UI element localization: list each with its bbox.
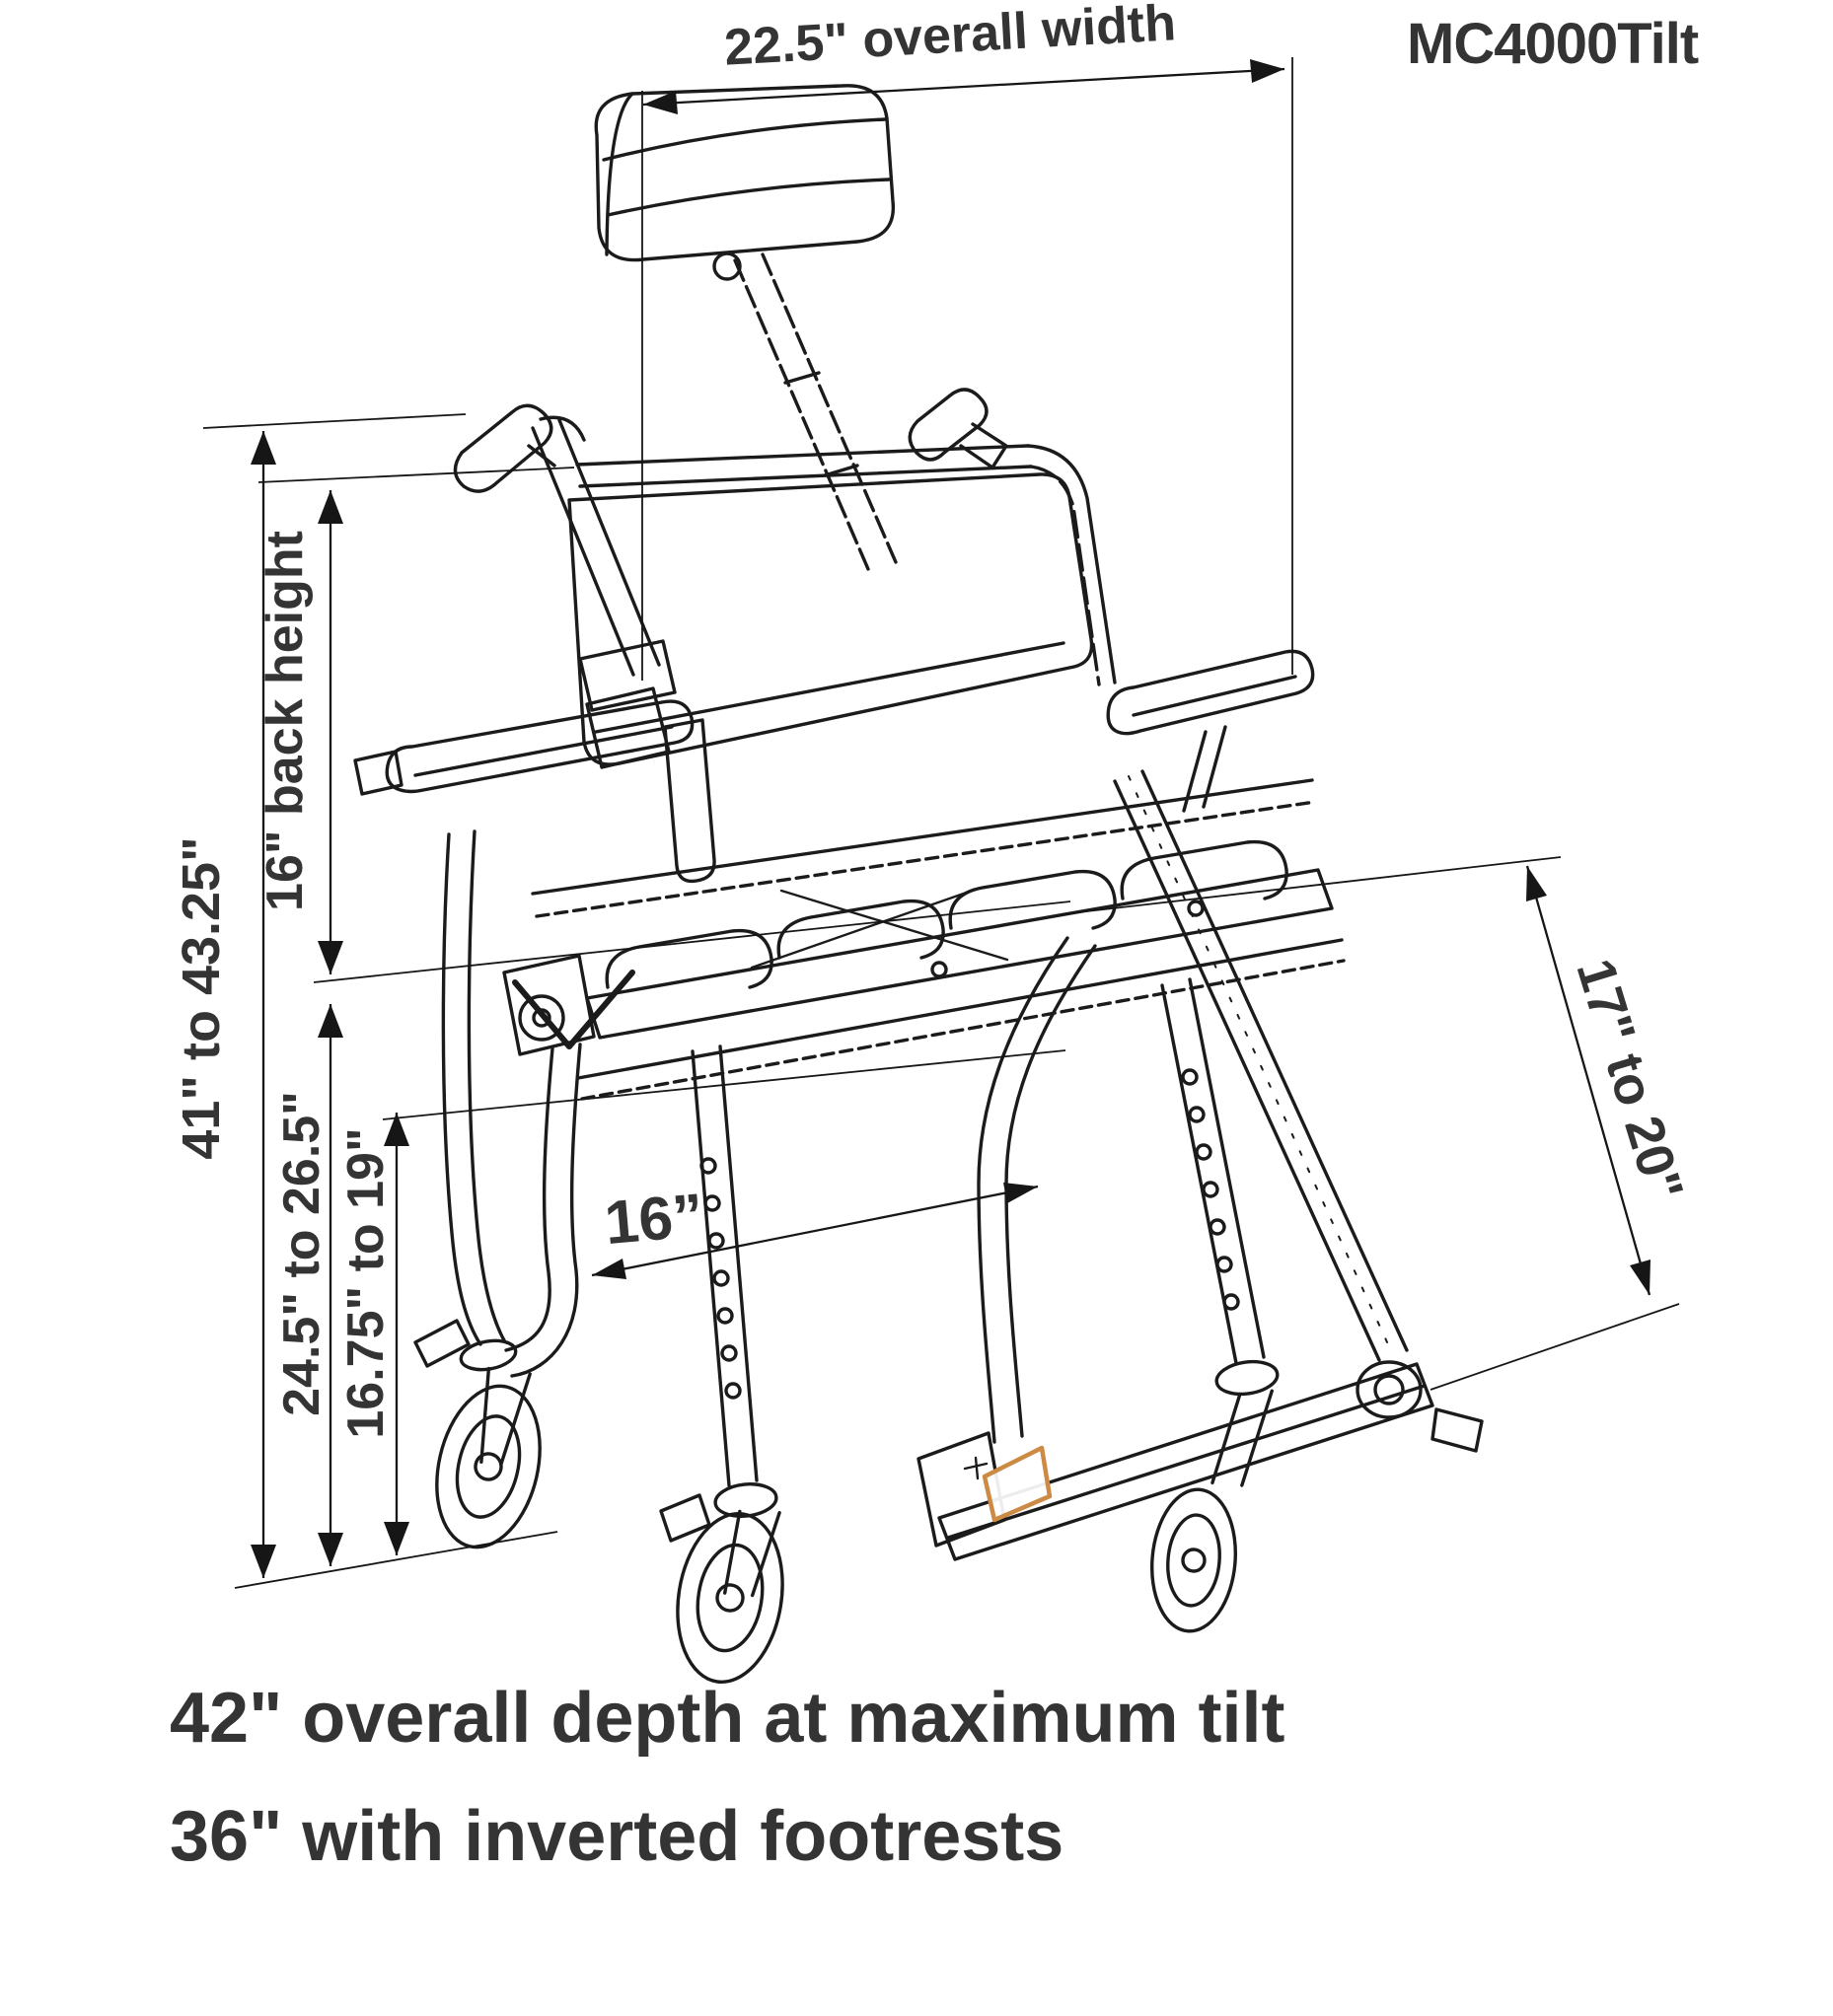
footrest-bar	[916, 1360, 1484, 1561]
footrest-hanger-right	[977, 936, 1097, 1444]
caster-rear-left	[435, 1366, 542, 1549]
headrest-stem	[663, 252, 898, 884]
caster-front-left	[676, 1509, 784, 1685]
tilt-mechanism	[502, 887, 1205, 1056]
dim-label-overall-height: 41" to 43.25"	[172, 836, 231, 1160]
note-overall-depth: 42" overall depth at maximum tilt	[170, 1679, 1285, 1758]
armrest-left	[353, 686, 695, 796]
extension-seat-rear	[1060, 856, 1562, 915]
dim-line-seat-width	[1525, 865, 1651, 1296]
leader-top-overall	[202, 413, 467, 429]
leg-rear-left	[413, 829, 518, 1372]
model-title: MC4000Tilt	[1407, 12, 1699, 76]
footrest-tube-slanted	[1113, 769, 1409, 1362]
extension-footrest	[1430, 1303, 1680, 1391]
armrest-right	[1106, 649, 1315, 813]
backrest	[453, 388, 1117, 766]
note-inverted-footrests: 36" with inverted footrests	[170, 1797, 1064, 1876]
dim-line-seat-depth	[591, 1185, 1039, 1277]
leg-right-front	[1160, 977, 1280, 1397]
dim-label-seat-height: 16.75" to 19"	[337, 1127, 395, 1439]
footrest-hanger-left	[504, 1043, 582, 1378]
push-handle-left	[453, 403, 553, 493]
leg-front-left	[659, 1044, 778, 1543]
dimension-arrowheads	[251, 59, 1650, 1578]
push-handle-right	[908, 388, 989, 462]
headrest-pad	[594, 84, 896, 281]
footplate-highlight	[982, 1445, 1053, 1523]
dim-line-overall-width	[642, 67, 1285, 107]
leader-seat-frame	[382, 1049, 1066, 1120]
leader-seat-level	[313, 900, 1071, 983]
ground-line	[234, 1531, 558, 1589]
caster-right-front	[1149, 1389, 1274, 1633]
dimension-lines	[202, 57, 1680, 1589]
dim-label-seat-to-floor: 24.5" to 26.5"	[273, 1091, 330, 1416]
dim-label-back-height: 16" back height	[257, 531, 314, 911]
leader-backrest-top	[257, 467, 575, 483]
